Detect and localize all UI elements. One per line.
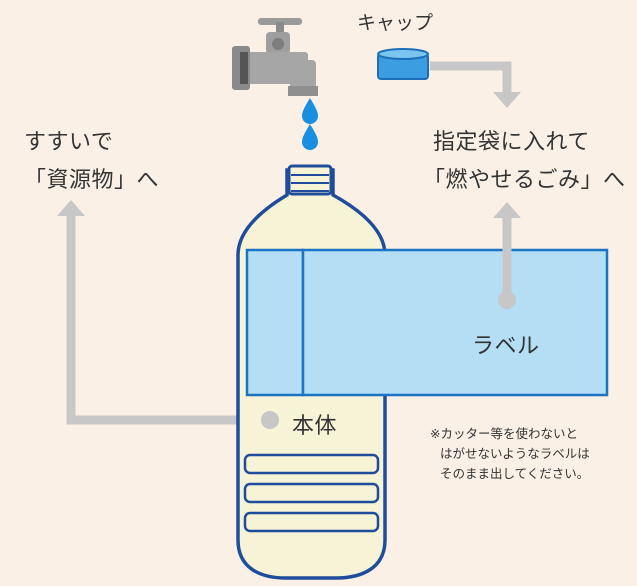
water-drop-icon xyxy=(302,98,318,124)
right-line-1: 指定袋に入れて xyxy=(433,130,590,155)
label-sheet xyxy=(301,248,609,397)
body-arrowhead xyxy=(57,200,85,216)
label-wrap xyxy=(245,248,305,397)
note-line-2: はがせないようなラベルは xyxy=(440,446,590,461)
label-part-text: ラベル xyxy=(472,334,540,359)
left-line-1: すすいで xyxy=(24,130,114,155)
body-arrow xyxy=(66,216,270,425)
note-line-3: そのまま出してください。 xyxy=(440,466,590,481)
water-drop-icon xyxy=(302,124,318,150)
cap-label: キャップ xyxy=(357,12,434,34)
label-arrowhead xyxy=(493,202,521,218)
cap-arrow xyxy=(430,61,512,92)
body-part-text: 本体 xyxy=(292,414,338,439)
right-line-2: 「燃やせるごみ」へ xyxy=(423,168,626,193)
faucet-icon xyxy=(232,18,318,96)
left-line-2: 「資源物」へ xyxy=(24,168,160,193)
note-line-1: ※カッター等を使わないと xyxy=(430,426,578,441)
cap-icon xyxy=(377,48,429,80)
cap-arrowhead xyxy=(493,92,521,108)
